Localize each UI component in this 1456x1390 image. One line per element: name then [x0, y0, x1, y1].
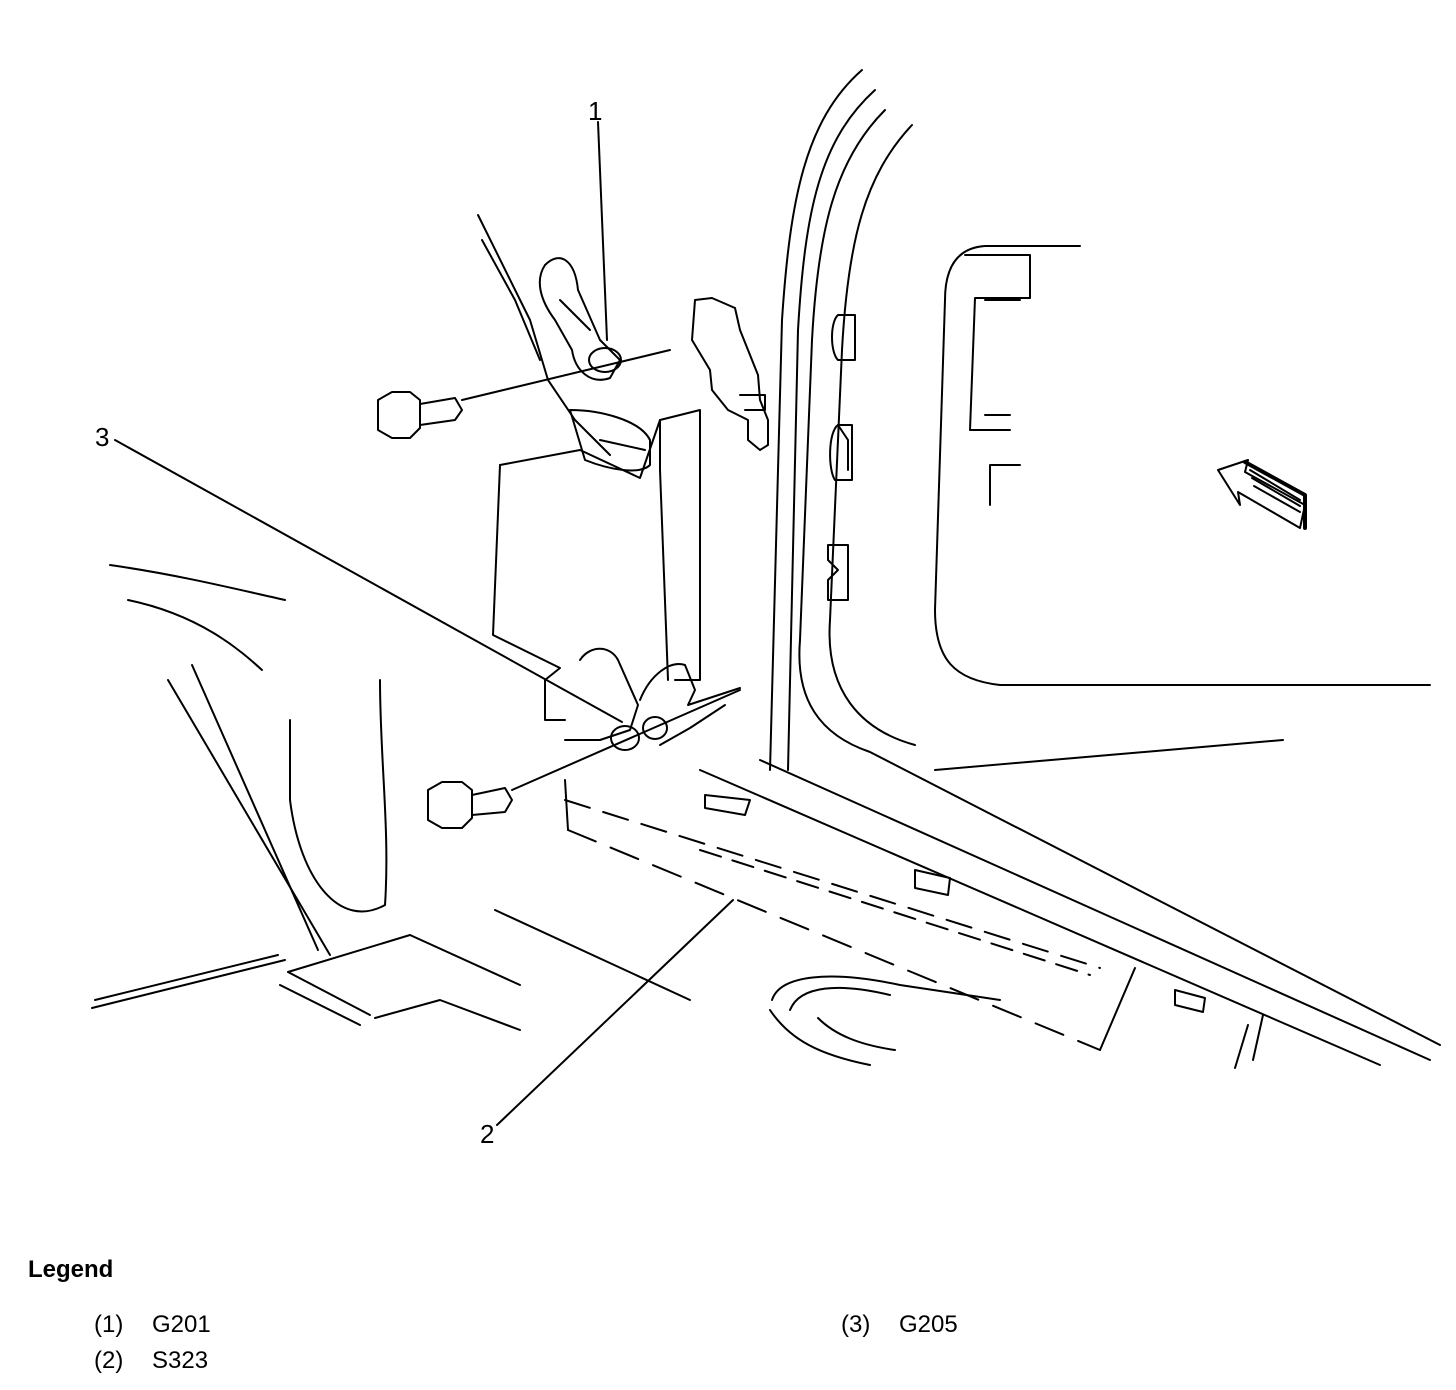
body-pillar-outline — [699, 69, 1441, 1066]
view-direction-arrow-icon — [1217, 459, 1307, 530]
legend-title: Legend — [28, 1256, 114, 1283]
lower-bolt — [427, 689, 741, 829]
legend-item-s323: (2) S323 — [94, 1347, 208, 1375]
bolt-icon — [377, 391, 421, 439]
upper-bolt — [377, 347, 671, 439]
legend-item-text: S323 — [152, 1347, 209, 1374]
callout-2-leader — [496, 899, 734, 1126]
connector-bracket — [691, 297, 769, 451]
sill-plate — [564, 779, 1264, 1069]
callout-3-leader — [114, 439, 623, 723]
upper-bracket — [477, 214, 651, 472]
electronic-module — [492, 409, 701, 721]
callout-2-label: 2 — [480, 1119, 494, 1149]
legend-item-g205: (3) G205 — [841, 1311, 958, 1339]
window-opening — [934, 245, 1431, 771]
legend-item-number: (1) — [94, 1311, 124, 1338]
legend-item-number: (3) — [841, 1311, 871, 1338]
legend: Legend (1) G201 (2) S323 (3) G205 — [0, 1240, 1456, 1390]
grounding-location-diagram: 1 2 3 — [91, 69, 1441, 1149]
legend-item-g201: (1) G201 — [94, 1311, 211, 1339]
legend-item-text: G201 — [152, 1311, 211, 1338]
pillar-clips — [827, 314, 856, 601]
callout-3-label: 3 — [95, 422, 109, 452]
callout-1-label: 1 — [588, 96, 602, 126]
floor-outline — [91, 564, 1001, 1066]
legend-item-text: G205 — [899, 1311, 958, 1338]
lower-bracket — [564, 647, 741, 746]
bolt-icon — [427, 781, 473, 829]
legend-item-number: (2) — [94, 1347, 124, 1374]
callout-1-leader — [597, 121, 608, 341]
